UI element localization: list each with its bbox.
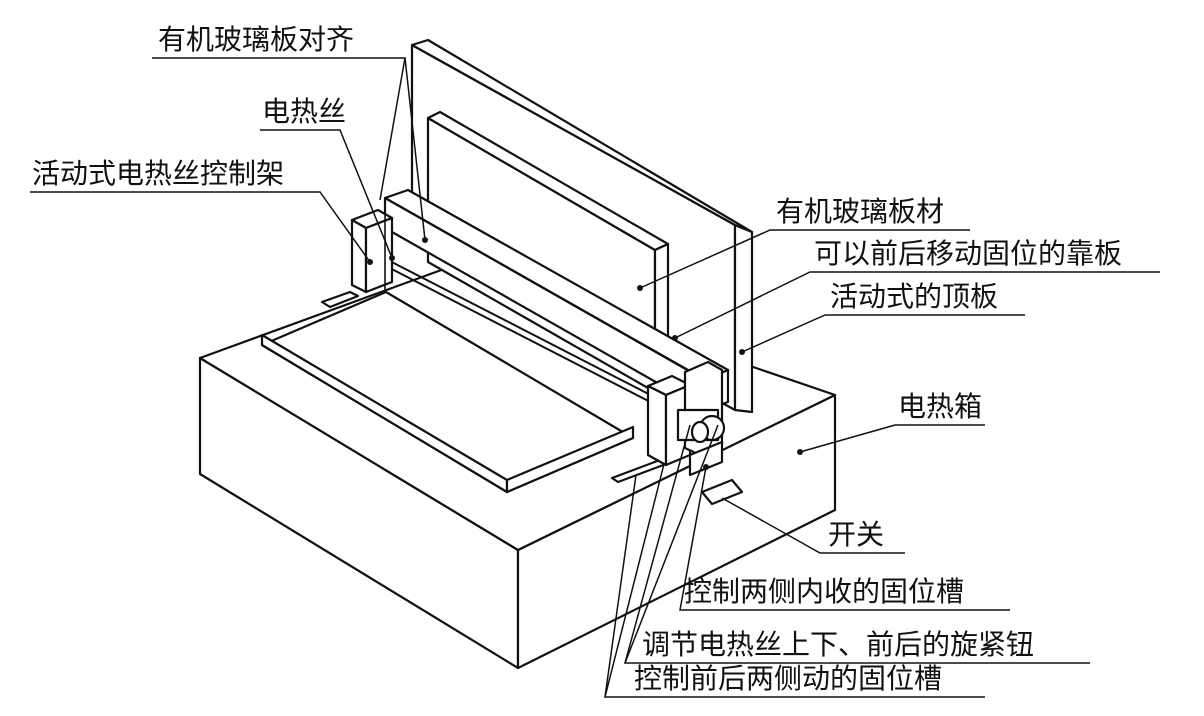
leader-lines (30, 57, 1160, 698)
heating-wire (377, 255, 669, 411)
label-plexiglass-sheet: 有机玻璃板材 (776, 195, 945, 228)
label-tightening-knob: 调节电热丝上下、前后的旋紧钮 (642, 628, 1035, 661)
label-plexiglass-align: 有机玻璃板对齐 (158, 23, 355, 56)
label-switch: 开关 (828, 518, 885, 551)
switch-body (700, 478, 744, 506)
label-top-plate: 活动式的顶板 (830, 280, 999, 313)
label-movable-wire-frame: 活动式电热丝控制架 (32, 157, 285, 190)
left-frame-post (350, 208, 394, 294)
label-front-back-slot: 控制前后两侧动的固位槽 (634, 662, 943, 695)
label-inner-slot: 控制两侧内收的固位槽 (684, 575, 965, 608)
flat-plate (260, 290, 635, 494)
left-slot (320, 290, 360, 309)
label-back-plate: 可以前后移动固位的靠板 (814, 237, 1123, 270)
label-heating-box: 电热箱 (898, 390, 983, 423)
right-frame-post (646, 360, 726, 477)
label-heating-wire: 电热丝 (262, 95, 347, 128)
